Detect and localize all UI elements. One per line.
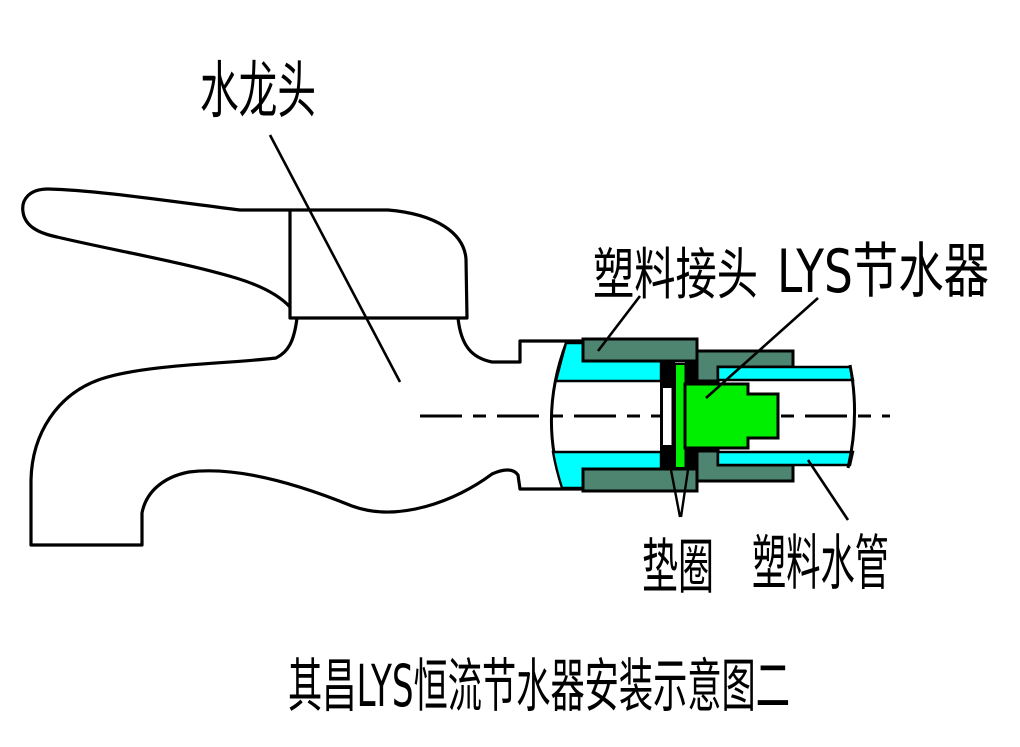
label-faucet: 水龙头 bbox=[200, 54, 316, 127]
leader-pipe bbox=[806, 459, 850, 521]
leader-washer-v bbox=[669, 469, 690, 518]
leader-connector bbox=[596, 295, 642, 352]
gasket-block-bottom bbox=[685, 445, 697, 469]
gasket-block-top bbox=[685, 362, 697, 387]
leader-device bbox=[705, 297, 819, 399]
leader-faucet bbox=[268, 134, 402, 383]
white-washer bbox=[663, 388, 672, 445]
faucet-outline bbox=[21, 187, 586, 547]
pipe-end-break-arc bbox=[846, 364, 857, 469]
pipe-wall-bottom bbox=[716, 450, 855, 467]
label-connector: 塑料接头 bbox=[593, 243, 758, 308]
connector-nut-bottom bbox=[581, 467, 699, 493]
label-pipe: 塑料水管 bbox=[752, 529, 889, 599]
diagram-caption: 其昌LYS恒流节水器安装示意图二 bbox=[288, 652, 790, 720]
label-device: LYS节水器 bbox=[777, 237, 989, 307]
device-body bbox=[683, 382, 780, 450]
label-washer: 垫圈 bbox=[642, 533, 714, 603]
